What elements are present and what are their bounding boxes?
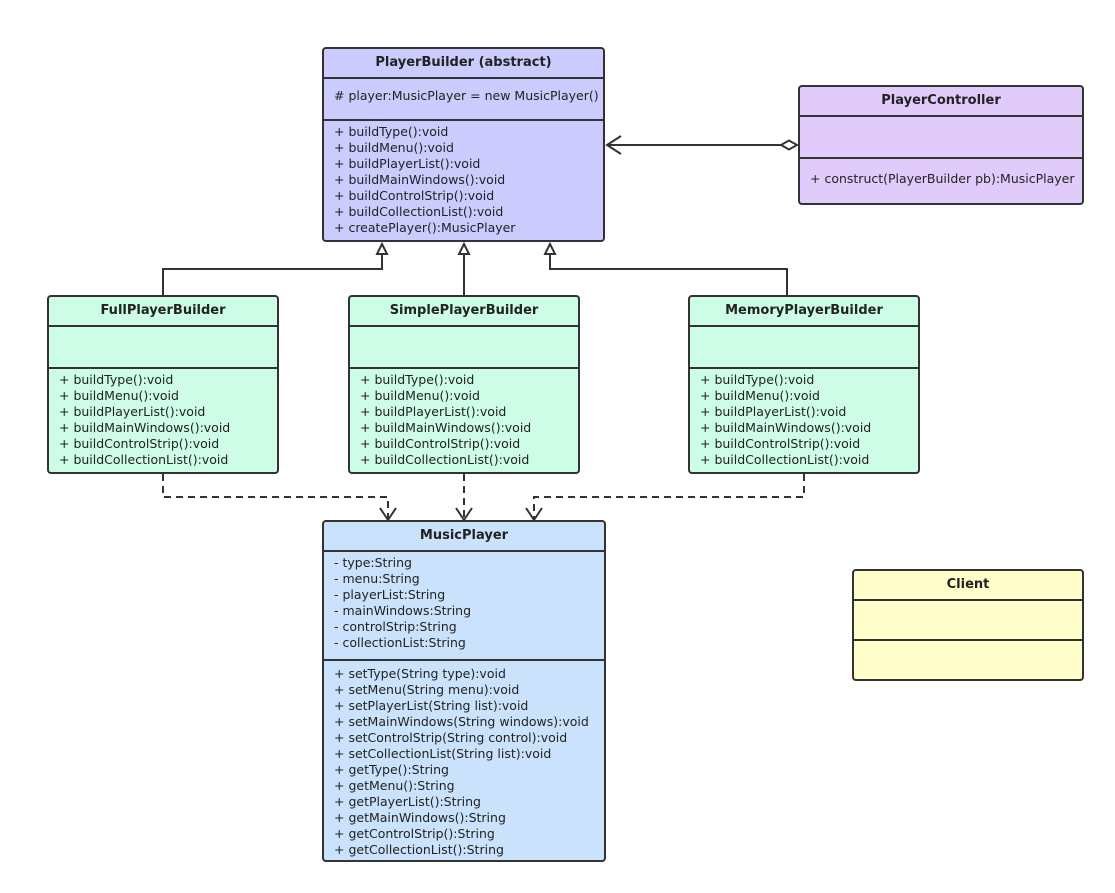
dependency-line-full <box>162 474 389 520</box>
method-row: + setCollectionList(String list):void <box>334 746 552 761</box>
attribute-row: - playerList:String <box>334 587 446 602</box>
method-row: + setPlayerList(String list):void <box>334 698 529 713</box>
player-builder-class[interactable]: PlayerBuilder (abstract) # player:MusicP… <box>322 47 605 242</box>
attribute-row: # player:MusicPlayer = new MusicPlayer() <box>334 88 599 103</box>
method-row: + buildType():void <box>360 372 475 387</box>
attributes-compartment <box>49 327 277 369</box>
class-name: PlayerBuilder (abstract) <box>324 49 603 79</box>
method-row: + buildMainWindows():void <box>59 420 231 435</box>
generalization-triangle-simple <box>457 241 471 255</box>
class-name: MemoryPlayerBuilder <box>690 297 918 327</box>
method-row: + buildControlStrip():void <box>59 436 220 451</box>
attributes-compartment <box>690 327 918 369</box>
method-row: + getPlayerList():String <box>334 794 481 809</box>
attributes-compartment <box>800 117 1082 159</box>
method-row: + setMainWindows(String windows):void <box>334 714 589 729</box>
aggregation-diamond <box>778 139 800 151</box>
attributes-compartment: # player:MusicPlayer = new MusicPlayer() <box>324 79 603 121</box>
method-row: + getControlStrip():String <box>334 826 495 841</box>
simple-player-builder-class[interactable]: SimplePlayerBuilder + buildType():void+ … <box>348 295 580 474</box>
methods-compartment <box>854 641 1082 647</box>
method-row: + buildMainWindows():void <box>334 172 506 187</box>
class-name: Client <box>854 571 1082 601</box>
method-row: + construct(PlayerBuilder pb):MusicPlaye… <box>810 171 1075 186</box>
methods-compartment: + buildType():void+ buildMenu():void+ bu… <box>49 369 277 471</box>
method-row: + buildControlStrip():void <box>360 436 521 451</box>
method-row: + buildPlayerList():void <box>360 404 507 419</box>
method-row: + getCollectionList():String <box>334 842 504 857</box>
methods-compartment: + buildType():void+ buildMenu():void+ bu… <box>324 121 603 239</box>
method-row: + buildMenu():void <box>360 388 480 403</box>
method-row: + buildCollectionList():void <box>334 204 504 219</box>
methods-compartment: + setType(String type):void+ setMenu(Str… <box>324 661 604 860</box>
attribute-row: - controlStrip:String <box>334 619 457 634</box>
attribute-row: - collectionList:String <box>334 635 466 650</box>
method-row: + buildPlayerList():void <box>59 404 206 419</box>
attribute-row: - type:String <box>334 555 412 570</box>
method-row: + buildType():void <box>700 372 815 387</box>
methods-compartment: + buildType():void+ buildMenu():void+ bu… <box>350 369 578 471</box>
class-name: PlayerController <box>800 87 1082 117</box>
method-row: + getType():String <box>334 762 449 777</box>
music-player-class[interactable]: MusicPlayer - type:String- menu:String- … <box>322 520 606 862</box>
method-row: + buildPlayerList():void <box>700 404 847 419</box>
method-row: + setControlStrip(String control):void <box>334 730 568 745</box>
method-row: + buildCollectionList():void <box>360 452 530 467</box>
methods-compartment: + buildType():void+ buildMenu():void+ bu… <box>690 369 918 471</box>
method-row: + createPlayer():MusicPlayer <box>334 220 516 235</box>
method-row: + buildMenu():void <box>334 140 454 155</box>
dependency-line-memory <box>533 474 805 520</box>
method-row: + buildControlStrip():void <box>334 188 495 203</box>
generalization-line-full <box>162 254 383 297</box>
class-name: SimplePlayerBuilder <box>350 297 578 327</box>
attributes-compartment: - type:String- menu:String- playerList:S… <box>324 552 604 661</box>
method-row: + buildMainWindows():void <box>360 420 532 435</box>
method-row: + setType(String type):void <box>334 666 506 681</box>
methods-compartment: + construct(PlayerBuilder pb):MusicPlaye… <box>800 159 1082 190</box>
full-player-builder-class[interactable]: FullPlayerBuilder + buildType():void+ bu… <box>47 295 279 474</box>
client-class[interactable]: Client <box>852 569 1084 681</box>
method-row: + buildType():void <box>59 372 174 387</box>
attribute-row: - menu:String <box>334 571 420 586</box>
generalization-triangle-memory <box>543 241 557 255</box>
attributes-compartment <box>350 327 578 369</box>
method-row: + buildControlStrip():void <box>700 436 861 451</box>
player-controller-class[interactable]: PlayerController + construct(PlayerBuild… <box>798 85 1084 205</box>
method-row: + getMenu():String <box>334 778 455 793</box>
class-name: MusicPlayer <box>324 522 604 552</box>
attributes-compartment <box>854 601 1082 641</box>
method-row: + buildType():void <box>334 124 449 139</box>
class-name: FullPlayerBuilder <box>49 297 277 327</box>
method-row: + buildCollectionList():void <box>700 452 870 467</box>
method-row: + buildMainWindows():void <box>700 420 872 435</box>
method-row: + buildMenu():void <box>700 388 820 403</box>
method-row: + buildMenu():void <box>59 388 179 403</box>
generalization-line-memory <box>549 254 788 297</box>
memory-player-builder-class[interactable]: MemoryPlayerBuilder + buildType():void+ … <box>688 295 920 474</box>
method-row: + getMainWindows():String <box>334 810 506 825</box>
navigation-arrowhead <box>605 135 622 155</box>
attribute-row: - mainWindows:String <box>334 603 472 618</box>
method-row: + buildCollectionList():void <box>59 452 229 467</box>
generalization-triangle-full <box>375 241 389 255</box>
method-row: + setMenu(String menu):void <box>334 682 520 697</box>
method-row: + buildPlayerList():void <box>334 156 481 171</box>
